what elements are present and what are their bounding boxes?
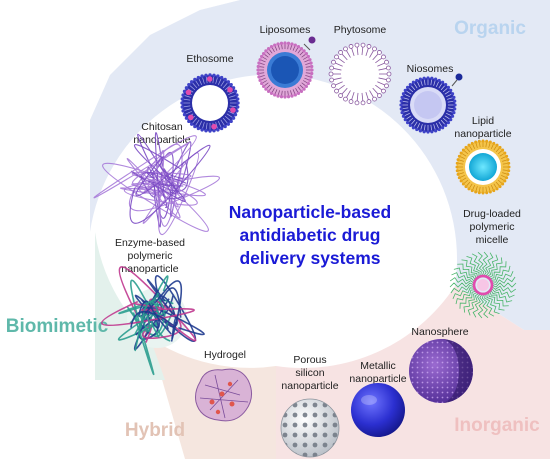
liposomes-label: Liposomes xyxy=(260,24,311,36)
niosome-illustration xyxy=(399,73,463,134)
porous-label-1: Porous xyxy=(293,354,326,366)
porous-label-2: silicon xyxy=(295,367,324,379)
center-circle xyxy=(159,120,391,352)
micelle-label-1: Drug-loaded xyxy=(463,208,521,220)
enzyme-label-3: nanoparticle xyxy=(121,263,178,275)
chitosan-illustration xyxy=(93,132,220,235)
ethosome-illustration xyxy=(180,73,240,133)
micelle-label-3: micelle xyxy=(476,234,509,246)
center-title-line-3: delivery systems xyxy=(239,248,380,268)
micelle-illustration xyxy=(449,251,517,319)
phytosome-label: Phytosome xyxy=(334,24,387,36)
liposome-illustration xyxy=(256,36,316,99)
metallic-nanoparticle-illustration xyxy=(351,383,405,437)
metallic-label-1: Metallic xyxy=(360,360,396,372)
phytosome-illustration xyxy=(328,42,392,106)
chitosan-label-1: Chitosan xyxy=(141,121,183,133)
niosomes-label: Niosomes xyxy=(407,63,454,75)
porous-silicon-illustration xyxy=(280,398,340,458)
enzyme-label-2: polymeric xyxy=(128,250,173,262)
nanosphere-label: Nanosphere xyxy=(411,326,468,338)
metallic-label-2: nanoparticle xyxy=(349,373,406,385)
lipid-nanoparticle-illustration xyxy=(455,139,511,195)
center-title-line-2: antidiabetic drug xyxy=(240,225,381,245)
porous-label-3: nanoparticle xyxy=(281,380,338,392)
enzyme-label-1: Enzyme-based xyxy=(115,237,185,249)
enzyme-nanoparticle-illustration xyxy=(101,266,205,376)
micelle-label-2: polymeric xyxy=(470,221,515,233)
nanosphere-illustration xyxy=(409,339,473,403)
lipid-label-2: nanoparticle xyxy=(454,128,511,140)
inorganic-label: Inorganic xyxy=(454,415,540,436)
hydrogel-label: Hydrogel xyxy=(204,349,246,361)
center-title-line-1: Nanoparticle-based xyxy=(229,202,391,222)
ethosome-label: Ethosome xyxy=(186,53,233,65)
hybrid-label: Hybrid xyxy=(125,420,185,441)
lipid-label-1: Lipid xyxy=(472,115,494,127)
hydrogel-illustration xyxy=(195,368,252,422)
biomimetic-label: Biomimetic xyxy=(6,316,109,337)
organic-label: Organic xyxy=(454,18,526,39)
